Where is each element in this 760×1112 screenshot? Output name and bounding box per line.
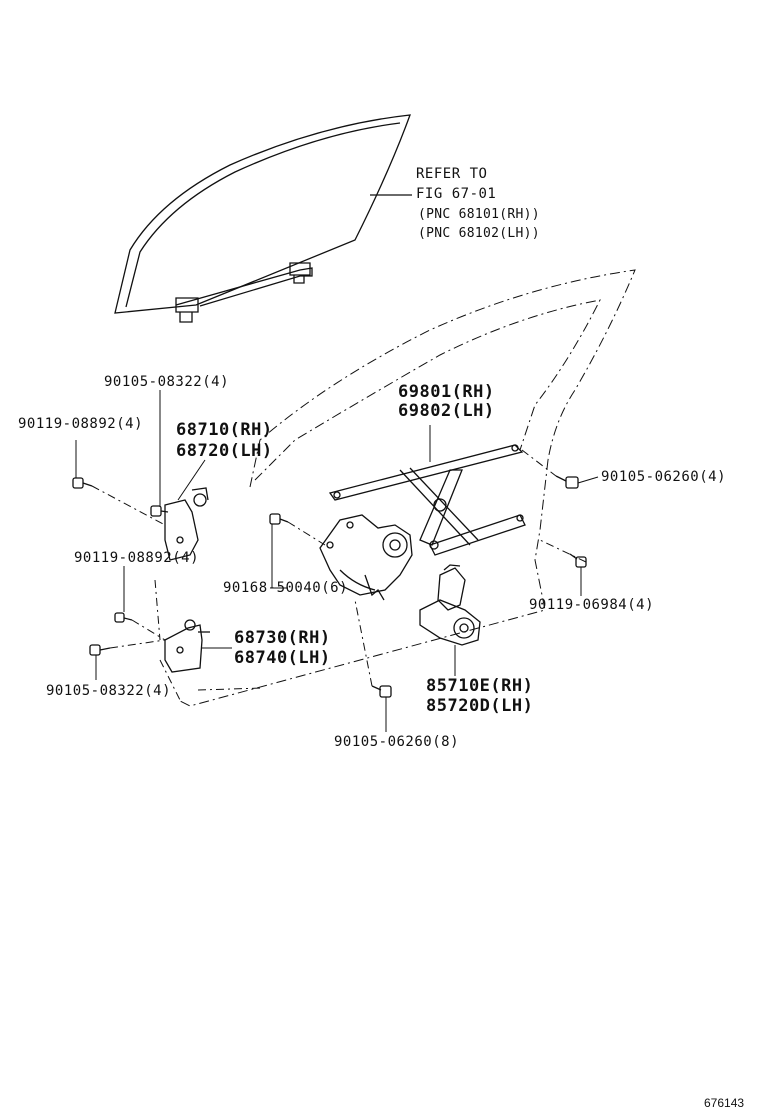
leader-lines xyxy=(76,390,598,732)
bolt-upper-left xyxy=(73,478,92,488)
label-bolt-motor: 90105-06260(8) xyxy=(334,734,460,750)
bolt-regulator-right xyxy=(556,476,578,488)
label-regulator-lh: 69802(LH) xyxy=(398,401,495,421)
bolt-motor xyxy=(372,686,391,697)
label-bolt-mid-left: 90119-08892(4) xyxy=(74,550,200,566)
bolt-lower-hinge xyxy=(90,645,110,655)
label-hinge-lower-rh: 68730(RH) xyxy=(234,628,331,648)
label-motor-lh: 85720D(LH) xyxy=(426,696,534,716)
label-hinge-upper-rh: 68710(RH) xyxy=(176,420,273,440)
refer-note-line3: (PNC 68101(RH)) xyxy=(418,207,540,222)
label-bolt-upper-hinge: 90105-08322(4) xyxy=(104,374,230,390)
label-bolt-lower-hinge: 90105-08322(4) xyxy=(46,683,172,699)
label-bolt-upper-left: 90119-08892(4) xyxy=(18,416,144,432)
label-bolt-regulator-right: 90105-06260(4) xyxy=(601,469,727,485)
refer-note-line2: FIG 67-01 xyxy=(416,186,497,202)
refer-note-line4: (PNC 68102(LH)) xyxy=(418,226,540,241)
label-bolt-right-lower: 90119-06984(4) xyxy=(529,597,655,613)
refer-note-line1: REFER TO xyxy=(416,166,488,182)
label-motor-rh: 85710E(RH) xyxy=(426,676,534,696)
bolt-upper-hinge xyxy=(151,506,168,516)
upper-hinge xyxy=(165,488,208,560)
assembly-lines xyxy=(92,450,586,700)
bolt-regulator-left xyxy=(270,514,288,524)
door-glass xyxy=(115,115,410,322)
label-hinge-upper-lh: 68720(LH) xyxy=(176,441,273,461)
label-hinge-lower-lh: 68740(LH) xyxy=(234,648,331,668)
label-bolt-regulator-left: 90168-50040(6) xyxy=(223,580,349,596)
label-regulator-rh: 69801(RH) xyxy=(398,382,495,402)
window-regulator xyxy=(320,445,525,600)
window-motor xyxy=(420,565,480,645)
door-frame-outline xyxy=(178,270,635,706)
lower-hinge xyxy=(165,620,210,672)
bolt-mid-left xyxy=(115,613,132,622)
figure-number: 676143 xyxy=(704,1096,745,1110)
